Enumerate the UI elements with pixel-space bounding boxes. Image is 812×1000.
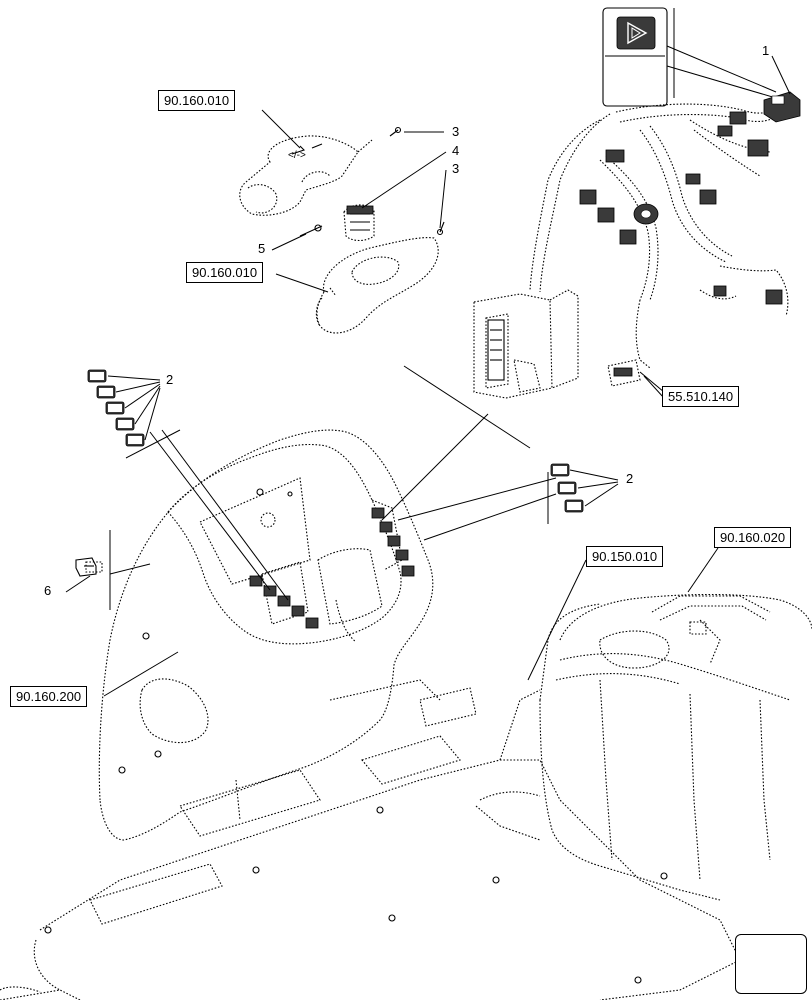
harness-switch-connector (763, 91, 801, 123)
callout-2-right: 2 (626, 471, 634, 486)
rotary-knob (633, 203, 659, 225)
dashboard-console (98, 429, 434, 841)
ref-label-cab-cover[interactable]: 90.160.020 (714, 527, 792, 548)
cab-rear-cover (475, 593, 812, 901)
harness-plug (607, 359, 641, 387)
steering-column-shroud: </-> (239, 135, 439, 334)
control-unit-box (473, 289, 579, 399)
callout-3-lower: 3 (452, 161, 460, 176)
console-switch-slots (249, 507, 415, 629)
callout-3-upper: 3 (452, 124, 460, 139)
next-page-button[interactable] (735, 934, 807, 994)
bracket-part (343, 204, 375, 242)
switch-blanks-left (87, 369, 161, 447)
screw-parts (299, 126, 445, 237)
ref-label-console[interactable]: 90.160.200 (10, 686, 88, 707)
callout-4: 4 (452, 143, 460, 158)
ref-label-platform[interactable]: 90.150.010 (586, 546, 664, 567)
callout-6: 6 (44, 583, 52, 598)
wiring-harness (473, 91, 801, 399)
leader-lines (65, 55, 791, 697)
floor-platform (0, 679, 741, 1000)
callout-5: 5 (258, 241, 266, 256)
switch-blanks-right (550, 463, 619, 513)
hazard-switch-detail (602, 7, 777, 107)
callout-1: 1 (762, 43, 770, 58)
ref-label-shroud-lower[interactable]: 90.160.010 (186, 262, 264, 283)
hazard-triangle-icon (616, 16, 656, 50)
svg-text:</->: </-> (288, 150, 306, 161)
ref-label-shroud-upper[interactable]: 90.160.010 (158, 90, 236, 111)
bolt-part (75, 557, 103, 577)
ref-label-wiring-harness[interactable]: 55.510.140 (662, 386, 740, 407)
callout-2-left: 2 (166, 372, 174, 387)
